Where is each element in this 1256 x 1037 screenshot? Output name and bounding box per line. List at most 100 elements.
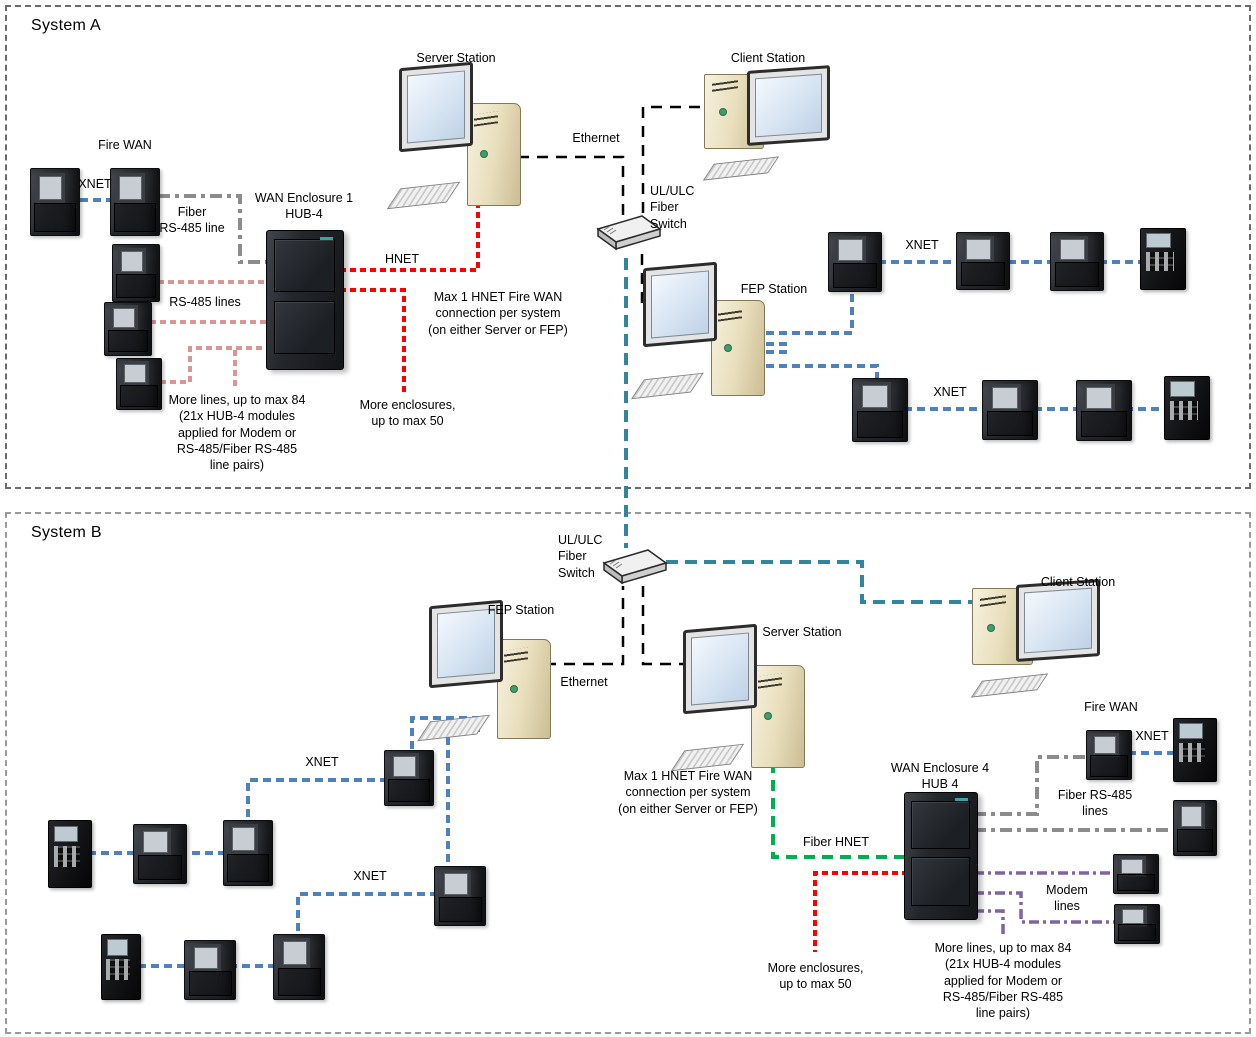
fire-panel <box>434 866 486 926</box>
note-line: (21x HUB-4 modules <box>178 409 295 424</box>
client-station-label: Client Station <box>1040 575 1116 589</box>
fire-panel <box>184 940 236 1000</box>
label-line: RS-485 line <box>159 221 225 236</box>
xnet-label: XNET <box>78 177 112 191</box>
fire-panel <box>384 750 434 806</box>
ululc-switch-label: UL/ULC Fiber Switch <box>650 183 720 232</box>
note-line: Max 1 HNET Fire WAN <box>433 290 563 304</box>
note-line: More lines, up to max 84 <box>168 393 306 407</box>
fiber-switch-a <box>596 212 662 256</box>
label-line: lines <box>1082 804 1108 819</box>
client-station-a <box>694 62 832 181</box>
fire-panel <box>1076 380 1132 441</box>
server-station-label: Server Station <box>762 625 842 639</box>
computer-tower <box>750 664 805 769</box>
more-enclosures-note: More enclosures, up to max 50 <box>345 397 470 430</box>
fire-panel <box>956 232 1010 290</box>
note-line: RS-485/Fiber RS-485 <box>942 989 1064 1004</box>
wan-enclosure-1 <box>266 230 344 370</box>
xnet-label: XNET <box>305 755 339 769</box>
enclosure-door <box>911 857 970 906</box>
note-line: (on either Server or FEP) <box>618 801 758 816</box>
fire-panel <box>223 820 273 886</box>
server-station-label: Server Station <box>416 51 496 65</box>
note-line: applied for Modem or <box>943 973 1063 988</box>
label-line: HUB-4 <box>285 207 323 222</box>
note-line: RS-485/Fiber RS-485 <box>176 441 298 456</box>
server-station-a <box>386 61 521 209</box>
rs485-lines-label: RS-485 lines <box>169 295 241 309</box>
computer-monitor <box>642 261 716 347</box>
computer-keyboard <box>631 372 704 399</box>
max-hnet-note: Max 1 HNET Fire WAN connection per syste… <box>417 289 579 338</box>
note-line: Max 1 HNET Fire WAN <box>623 769 753 783</box>
operator-panel <box>48 820 92 888</box>
note-line: (21x HUB-4 modules <box>944 957 1061 972</box>
note-line: More lines, up to max 84 <box>934 941 1072 955</box>
more-lines-note: More lines, up to max 84 (21x HUB-4 modu… <box>913 940 1093 1021</box>
system-b-box: System B <box>5 512 1251 1034</box>
more-lines-note: More lines, up to max 84 (21x HUB-4 modu… <box>147 392 327 473</box>
computer-keyboard <box>970 673 1048 698</box>
label-line: WAN Enclosure 1 <box>254 191 354 205</box>
fep-station-a <box>631 261 765 399</box>
fire-panel <box>852 378 908 442</box>
fire-panel <box>104 302 152 356</box>
computer-keyboard <box>417 715 490 742</box>
fep-station-label: FEP Station <box>740 282 808 296</box>
computer-tower <box>496 639 551 740</box>
note-line: (on either Server or FEP) <box>428 322 568 337</box>
computer-monitor <box>1016 578 1101 662</box>
fire-wan-label: Fire WAN <box>1084 700 1138 714</box>
note-line: up to max 50 <box>371 414 444 429</box>
fire-panel <box>1114 904 1160 944</box>
system-a-box: System A <box>5 5 1251 489</box>
computer-monitor <box>747 64 831 146</box>
label-line: Switch <box>650 216 687 231</box>
computer-monitor <box>398 61 472 153</box>
label-line: WAN Enclosure 4 <box>890 761 990 775</box>
system-a-title: System A <box>31 17 101 34</box>
computer-tower <box>466 102 521 207</box>
fire-panel <box>982 380 1038 440</box>
computer-keyboard <box>702 156 779 181</box>
label-line: Fiber RS-485 <box>1057 788 1133 802</box>
computer-tower <box>710 299 765 397</box>
note-line: More enclosures, <box>359 398 456 412</box>
label-line: HUB 4 <box>921 777 959 792</box>
operator-panel <box>1164 376 1210 440</box>
xnet-label: XNET <box>933 385 967 399</box>
fire-panel <box>110 168 160 236</box>
note-line: More enclosures, <box>767 961 864 975</box>
note-line: line pairs) <box>209 458 265 472</box>
note-line: line pairs) <box>975 1006 1031 1020</box>
fire-panel <box>828 232 882 292</box>
label-line: Fiber <box>650 200 679 215</box>
operator-panel <box>1173 718 1217 782</box>
fep-station-b <box>417 599 551 742</box>
fire-wan-label: Fire WAN <box>98 138 152 152</box>
system-b-title: System B <box>31 524 102 541</box>
fire-panel <box>1050 232 1104 291</box>
xnet-label: XNET <box>1135 729 1169 743</box>
client-station-b <box>962 576 1102 698</box>
fire-panel <box>273 934 325 1000</box>
label-line: UL/ULC <box>650 184 695 198</box>
wan-enclosure-1-label: WAN Enclosure 1 HUB-4 <box>234 190 374 223</box>
note-line: up to max 50 <box>779 977 852 992</box>
xnet-label: XNET <box>353 869 387 883</box>
hnet-label: HNET <box>384 252 420 266</box>
fiber-rs485-lines-label: Fiber RS-485 lines <box>1035 787 1155 820</box>
operator-panel <box>101 934 141 1000</box>
note-line: connection per system <box>435 306 561 321</box>
enclosure-door <box>273 239 336 293</box>
enclosure-door <box>273 301 336 355</box>
server-station-b <box>670 623 805 771</box>
enclosure-door <box>911 800 970 850</box>
fire-panel <box>1113 854 1159 894</box>
wan-enclosure-4 <box>904 792 978 920</box>
fire-panel <box>112 244 160 302</box>
fiber-hnet-label: Fiber HNET <box>803 835 869 849</box>
label-line: UL/ULC <box>558 533 603 547</box>
